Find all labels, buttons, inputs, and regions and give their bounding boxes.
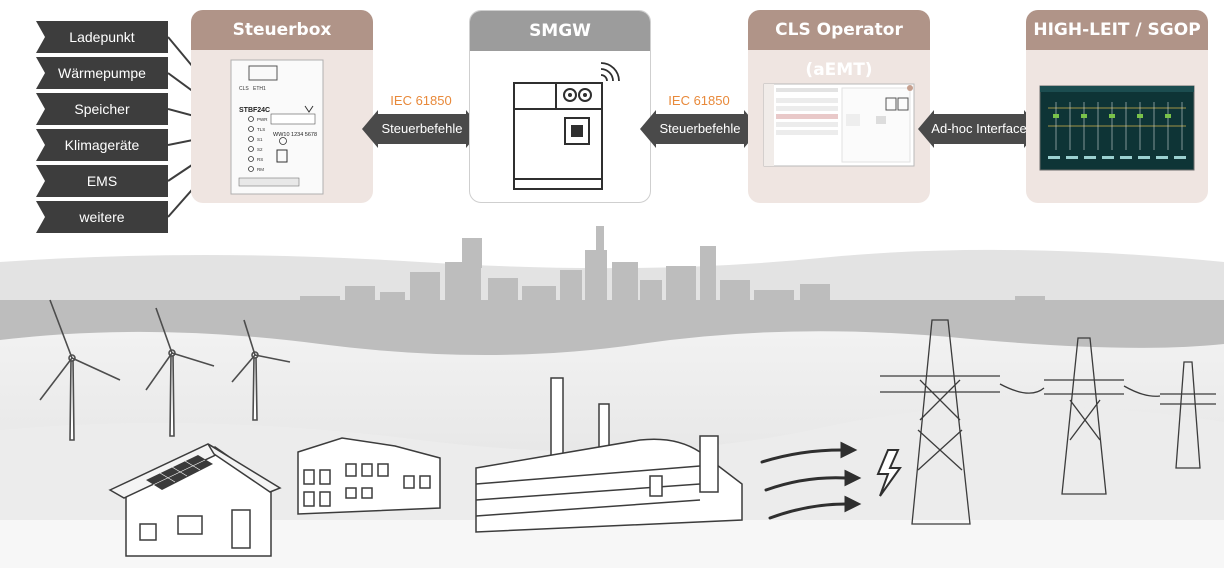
apartment-building-icon: [297, 437, 441, 515]
panel-title: SMGW: [470, 11, 650, 51]
panel-cls-operator: CLS Operator (aEMT): [748, 10, 930, 203]
power-pylon-icon: [880, 319, 1216, 525]
led-label: RS: [257, 157, 263, 162]
protocol-label: IEC 61850: [668, 93, 730, 108]
device-tab-weitere: weitere: [36, 201, 168, 233]
cls-operator-software-screenshot: [763, 83, 915, 167]
label-cls: CLS: [239, 86, 249, 92]
led-label: S1: [257, 137, 263, 142]
device-tab-speicher: Speicher: [36, 93, 168, 125]
lightning-icon: [876, 449, 902, 497]
device-tab-klimageraete: Klimageräte: [36, 129, 168, 161]
panel-title: Steuerbox: [191, 10, 373, 50]
device-tab-ems: EMS: [36, 165, 168, 197]
serial-number: WW10 1234 5678: [273, 132, 317, 138]
arrow-cls-highleit: Ad-hoc Interface: [918, 110, 1040, 148]
protocol-label: IEC 61850: [390, 93, 452, 108]
label-eth1: ETH1: [253, 86, 266, 92]
panel-high-leit: HIGH-LEIT / SGOP: [1026, 10, 1208, 203]
wind-turbine-icon: [39, 299, 291, 441]
power-plant-icon: [475, 377, 743, 533]
panel-steuerbox: Steuerbox CLS ETH1 STBF24C PWR TLS S1 S2…: [191, 10, 373, 203]
model-label: STBF24C: [239, 107, 270, 114]
arrow-steuerbox-smgw: Steuerbefehle: [362, 110, 482, 148]
led-label: RM: [257, 167, 264, 172]
led-label: TLS: [257, 127, 265, 132]
steuerbox-device-image: CLS ETH1 STBF24C PWR TLS S1 S2 RS RM WW1…: [230, 59, 324, 195]
device-tab-waermepumpe: Wärmepumpe: [36, 57, 168, 89]
arrow-label: Steuerbefehle: [659, 121, 741, 136]
led-label: PWR: [257, 117, 268, 122]
energy-flow-arrows: [760, 441, 862, 520]
panel-smgw: SMGW: [469, 10, 651, 203]
arrow-label: Steuerbefehle: [381, 121, 463, 136]
device-tab-ladepunkt: Ladepunkt: [36, 21, 168, 53]
smart-meter-gateway-icon: [513, 62, 620, 190]
led-label: S2: [257, 147, 263, 152]
arrow-smgw-cls: Steuerbefehle: [640, 110, 760, 148]
arrow-label: Ad-hoc Interface: [931, 121, 1027, 136]
high-leit-scada-screenshot: [1039, 85, 1195, 171]
panel-title: CLS Operator (aEMT): [748, 10, 930, 80]
panel-title: HIGH-LEIT / SGOP: [1026, 10, 1208, 50]
wireless-icon: [600, 62, 620, 82]
